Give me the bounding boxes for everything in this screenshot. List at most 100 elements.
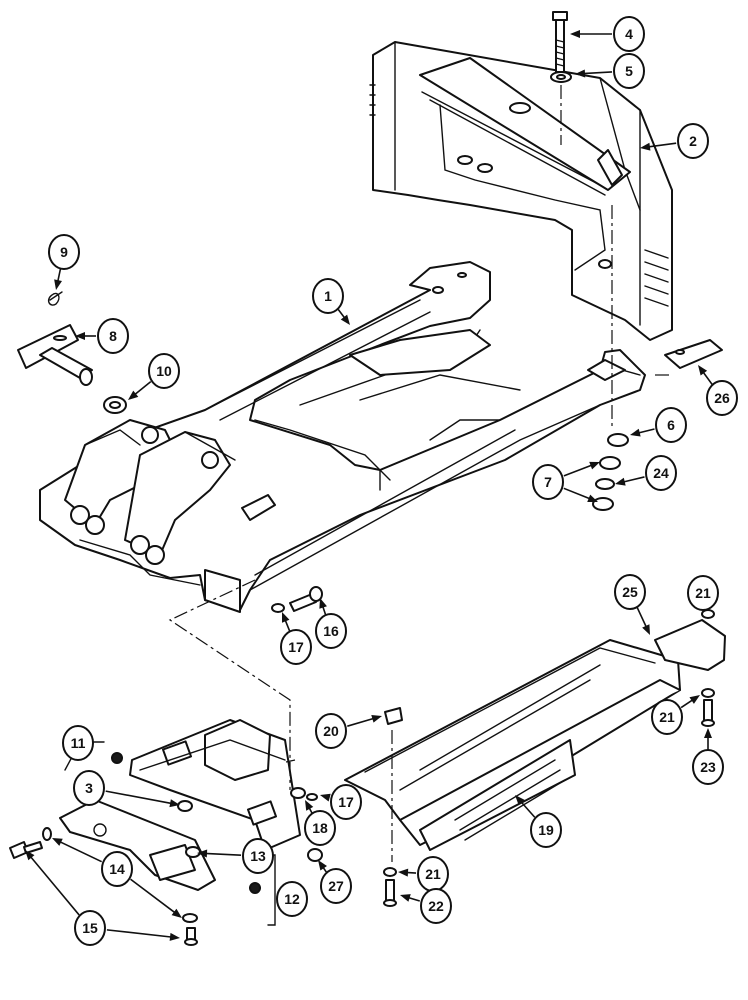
callout-4: 4 [613, 16, 645, 52]
callout-arrowhead-27 [318, 860, 327, 871]
callout-leader-25 [636, 607, 648, 629]
callout-number: 2 [689, 133, 697, 149]
callout-number: 19 [538, 822, 554, 838]
counterweight [369, 41, 673, 341]
callout-leader-15 [29, 855, 80, 916]
callout-arrowhead-1 [340, 314, 350, 325]
callout-circle [148, 353, 180, 389]
callout-number: 27 [328, 878, 344, 894]
callout-circle [613, 53, 645, 89]
callout-circle [677, 123, 709, 159]
callout-circle [655, 407, 687, 443]
lower-bracket [59, 719, 323, 894]
callout-circle [101, 851, 133, 887]
callout-number: 21 [425, 866, 441, 882]
callout-arrowhead-18 [305, 800, 314, 811]
callout-leader-14 [58, 840, 103, 863]
callout-circle [280, 629, 312, 665]
callout-arrowhead-5 [575, 69, 586, 78]
callout-arrowhead-9 [54, 279, 62, 290]
callout-arrowhead-23 [704, 728, 712, 738]
callout-17: 17 [280, 629, 312, 665]
callout-leader-17 [284, 619, 291, 632]
callout-leader-21 [680, 698, 694, 709]
callout-arrowhead-14 [171, 908, 182, 918]
callout-18: 18 [304, 810, 336, 846]
thrust-washer [103, 396, 127, 414]
retaining-clip [47, 291, 63, 306]
leader-lines [25, 30, 713, 941]
callout-number: 21 [695, 585, 711, 601]
callout-20: 20 [315, 713, 347, 749]
callout-leader-6 [637, 428, 655, 434]
callout-circle [48, 234, 80, 270]
callout-arrowhead-25 [642, 624, 650, 635]
callout-arrowhead-3 [169, 799, 180, 808]
callout-2: 2 [677, 123, 709, 159]
callout-circle [312, 278, 344, 314]
callout-number: 20 [323, 723, 339, 739]
callout-6: 6 [655, 407, 687, 443]
callout-21: 21 [687, 575, 719, 611]
callout-arrowhead-10 [128, 390, 139, 400]
callout-circle [74, 910, 106, 946]
callout-number: 1 [324, 288, 332, 304]
main-frame [39, 261, 646, 613]
callout-arrowhead-15 [25, 850, 35, 861]
callout-leader-9 [56, 268, 62, 283]
callout-number: 8 [109, 328, 117, 344]
callout-arrowhead-7 [589, 461, 600, 470]
callout-arrowhead-21 [398, 868, 409, 877]
callout-16: 16 [315, 613, 347, 649]
callout-27: 27 [320, 868, 352, 904]
callout-leader-7 [563, 464, 593, 477]
callout-number: 17 [288, 639, 304, 655]
callout-circle [420, 888, 452, 924]
callout-leader-3 [105, 790, 173, 805]
callout-circle [304, 810, 336, 846]
callout-arrowhead-26 [698, 365, 708, 376]
callout-7: 7 [532, 464, 564, 500]
callout-number: 16 [323, 623, 339, 639]
callout-number: 6 [667, 417, 675, 433]
callout-number: 26 [714, 390, 730, 406]
tray-hardware [383, 609, 715, 907]
callout-number: 23 [700, 759, 716, 775]
callout-10: 10 [148, 353, 180, 389]
washer [550, 71, 572, 83]
callout-number: 18 [312, 820, 328, 836]
callout-number: 13 [250, 848, 266, 864]
callout-circle [62, 725, 94, 761]
bolt-16 [271, 586, 323, 613]
callout-number: 22 [428, 898, 444, 914]
shim-plate [664, 339, 723, 369]
callout-leader-15 [106, 929, 173, 938]
callout-arrowhead-22 [400, 894, 411, 902]
callout-25: 25 [614, 574, 646, 610]
callout-number: 5 [625, 63, 633, 79]
callout-circle [315, 613, 347, 649]
callout-circle [692, 749, 724, 785]
callout-leader-7 [563, 487, 591, 500]
callout-22: 22 [420, 888, 452, 924]
callout-arrowhead-15 [169, 932, 180, 941]
alignment-lines [168, 85, 670, 862]
callout-leader-24 [622, 476, 645, 483]
callout-arrowhead-19 [515, 795, 525, 806]
callout-13: 13 [242, 838, 274, 874]
callout-leader-20 [347, 717, 375, 727]
callout-number: 10 [156, 363, 172, 379]
callout-leader-22 [407, 896, 420, 902]
callout-circle [530, 812, 562, 848]
callout-arrowhead-24 [615, 477, 626, 486]
callout-5: 5 [613, 53, 645, 89]
callout-arrowhead-17 [282, 612, 290, 623]
callout-leader-19 [519, 800, 536, 818]
callout-circle [276, 881, 308, 917]
callout-21: 21 [651, 699, 683, 735]
callout-circle [706, 380, 738, 416]
callout-arrowhead-6 [630, 428, 641, 437]
